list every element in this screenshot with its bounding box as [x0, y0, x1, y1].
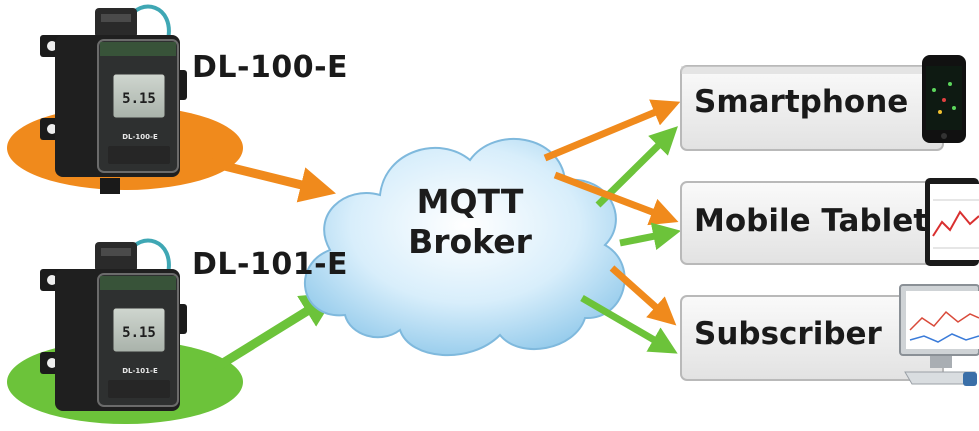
device-dl101e: 5.15 DL-101-E — [40, 238, 187, 411]
broker-label-line1: MQTT — [416, 182, 524, 221]
publish-arrow-green — [212, 292, 338, 372]
arrow-to-tablet-green — [619, 222, 681, 251]
arrow-to-tablet-orange — [553, 171, 679, 226]
device2-label: DL-101-E — [192, 247, 349, 282]
subscriber-label: Subscriber — [694, 316, 882, 352]
tablet-label: Mobile Tablet — [694, 203, 929, 239]
smartphone-label: Smartphone — [694, 84, 909, 120]
arrow-to-subscriber-orange — [609, 265, 677, 326]
device1-badge: DL-100-E — [122, 133, 158, 141]
device1-lcd-value: 5.15 — [122, 91, 156, 107]
device-dl100e: 5.15 DL-100-E — [40, 4, 187, 194]
device2-badge: DL-101-E — [122, 367, 158, 375]
arrow-to-smartphone-orange — [543, 99, 681, 162]
device2-lcd-value: 5.15 — [122, 325, 156, 341]
publish-arrow-orange — [198, 155, 336, 203]
arrow-to-subscriber-green — [580, 294, 678, 354]
broker-label-line2: Broker — [408, 222, 532, 261]
device1-label: DL-100-E — [192, 50, 349, 85]
tablet-icon — [925, 178, 979, 266]
broker-label: MQTT Broker — [385, 182, 555, 262]
desktop-icon — [899, 284, 979, 386]
smartphone-icon — [922, 55, 966, 143]
